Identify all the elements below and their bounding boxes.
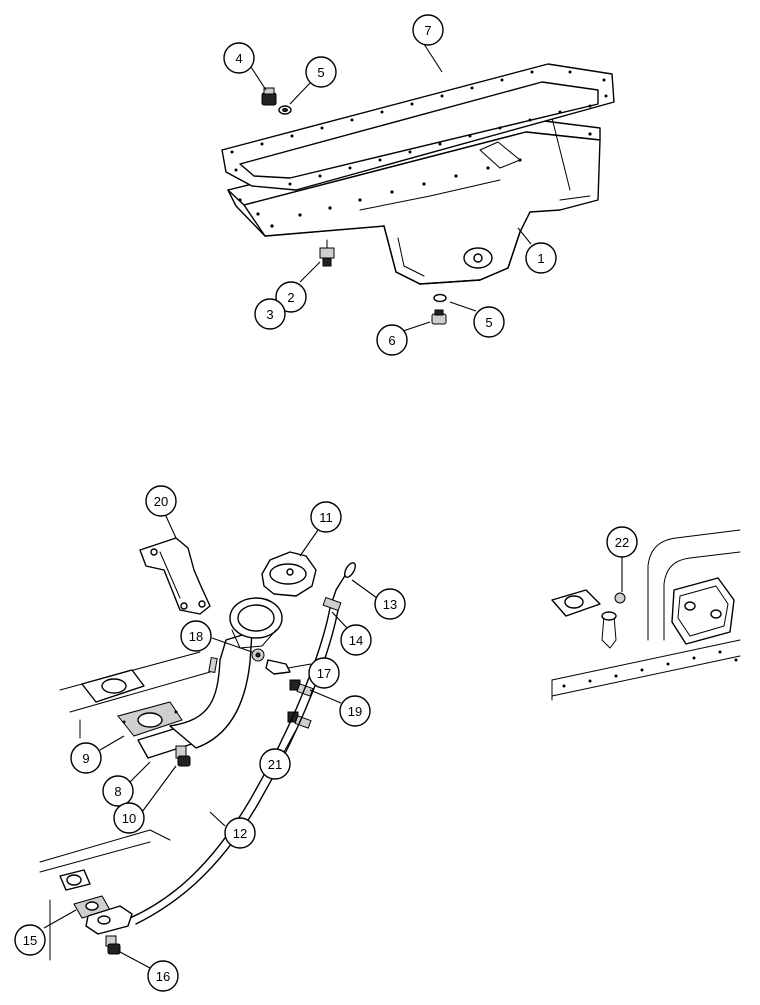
callout-13: 13 — [374, 588, 406, 620]
block-flange — [81, 669, 145, 703]
callout-8: 8 — [102, 775, 134, 807]
svg-text:4: 4 — [235, 51, 242, 66]
callout-22: 22 — [606, 526, 638, 558]
clamp-17 — [265, 659, 291, 675]
svg-text:11: 11 — [319, 510, 333, 525]
svg-text:5: 5 — [317, 65, 324, 80]
bolt-2 — [319, 239, 335, 267]
nut-18 — [251, 648, 265, 662]
callout-15: 15 — [14, 924, 46, 956]
callout-9: 9 — [70, 742, 102, 774]
callout-12: 12 — [224, 817, 256, 849]
svg-text:12: 12 — [233, 826, 247, 841]
svg-text:10: 10 — [122, 811, 136, 826]
bolt-16 — [105, 935, 121, 955]
callout-3: 3 — [254, 298, 286, 330]
callout-7: 7 — [412, 14, 444, 46]
callout-17: 17 — [308, 657, 340, 689]
svg-text:14: 14 — [349, 633, 363, 648]
drain-plug — [431, 309, 447, 325]
bolt-19 — [289, 679, 314, 697]
tube-gasket — [117, 701, 183, 737]
filler-cap — [261, 551, 317, 597]
tube-flange-lower — [59, 869, 133, 935]
side-detail — [551, 529, 741, 701]
svg-text:3: 3 — [266, 307, 273, 322]
svg-text:9: 9 — [82, 751, 89, 766]
callout-1: 1 — [525, 242, 557, 274]
svg-text:21: 21 — [268, 757, 282, 772]
callout-11: 11 — [310, 501, 342, 533]
callout-4: 4 — [223, 42, 255, 74]
pan-flange-holes — [238, 132, 592, 228]
svg-text:15: 15 — [23, 933, 37, 948]
svg-text:1: 1 — [537, 251, 544, 266]
callout-14: 14 — [340, 624, 372, 656]
svg-text:16: 16 — [156, 969, 170, 984]
bolt-10 — [175, 745, 191, 767]
svg-text:5: 5 — [485, 315, 492, 330]
plug — [261, 87, 277, 106]
svg-text:8: 8 — [114, 784, 121, 799]
gasket — [221, 63, 615, 191]
washer-lower — [433, 293, 447, 303]
svg-text:18: 18 — [189, 629, 203, 644]
svg-text:19: 19 — [348, 704, 362, 719]
svg-text:7: 7 — [424, 23, 431, 38]
mounting-bracket — [139, 537, 211, 615]
detail-holes — [562, 650, 738, 688]
svg-text:22: 22 — [615, 535, 629, 550]
svg-text:17: 17 — [317, 666, 331, 681]
callout-19: 19 — [339, 695, 371, 727]
callout-5-lower: 5 — [473, 306, 505, 338]
washer-top — [278, 105, 292, 115]
gasket-holes — [230, 70, 608, 186]
dipstick-tube — [129, 562, 356, 925]
svg-text:6: 6 — [388, 333, 395, 348]
callout-18: 18 — [180, 620, 212, 652]
callout-5-top: 5 — [305, 56, 337, 88]
leader-lines — [43, 43, 623, 969]
callout-2: 2 — [275, 281, 307, 313]
callout-20: 20 — [145, 485, 177, 517]
svg-text:20: 20 — [154, 494, 168, 509]
callout-10: 10 — [113, 802, 145, 834]
svg-text:2: 2 — [287, 290, 294, 305]
callout-21: 21 — [259, 748, 291, 780]
filler-tube — [137, 597, 283, 759]
svg-text:13: 13 — [383, 597, 397, 612]
callout-16: 16 — [147, 960, 179, 992]
callout-6: 6 — [376, 324, 408, 356]
